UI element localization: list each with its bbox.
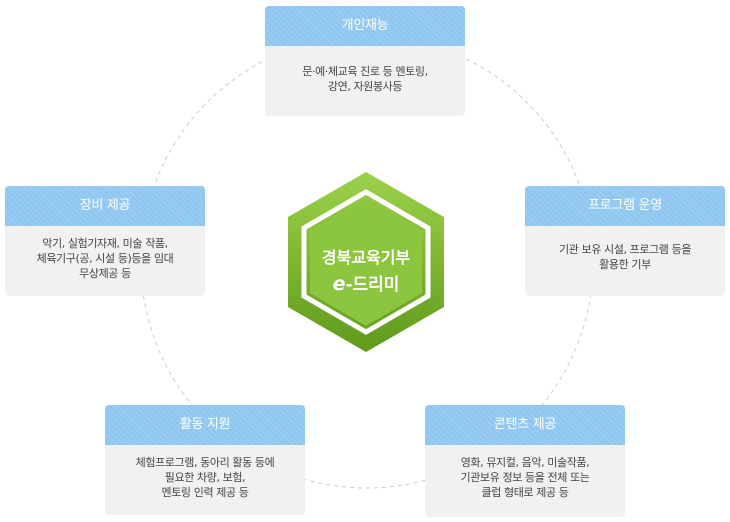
card-activity-support: 활동 지원 체험프로그램, 동아리 활동 등에 필요한 차량, 보험, 멘토링 …	[105, 405, 305, 515]
center-subtitle-e: e	[333, 273, 346, 295]
card-description: 악기, 실험기자재, 미술 작품, 체육기구(공, 시설 등)등을 임대 무상제…	[5, 226, 205, 296]
center-subtitle-rest: -드리미	[345, 275, 399, 295]
center-title: 경북교육기부	[322, 248, 411, 267]
card-title: 활동 지원	[105, 405, 305, 445]
card-line: 문·예·체교육 진로 등 멘토링,	[302, 65, 428, 78]
card-line: 무상제공 등	[79, 267, 131, 280]
card-line: 체육기구(공, 시설 등)등을 임대	[36, 252, 174, 265]
card-description: 체험프로그램, 동아리 활동 등에 필요한 차량, 보험, 멘토링 인력 제공 …	[105, 445, 305, 515]
card-title: 개인재능	[265, 6, 465, 46]
card-program-operation: 프로그램 운영 기관 보유 시설, 프로그램 등을 활용한 기부	[525, 186, 725, 296]
card-line: 체험프로그램, 동아리 활동 등에	[135, 456, 275, 469]
card-title: 프로그램 운영	[525, 186, 725, 226]
card-title: 장비 제공	[5, 186, 205, 226]
card-description: 기관 보유 시설, 프로그램 등을 활용한 기부	[525, 226, 725, 296]
card-line: 클럽 형태로 제공 등	[481, 486, 569, 499]
card-title: 콘텐츠 제공	[425, 405, 625, 445]
card-line: 필요한 차량, 보험,	[164, 471, 246, 484]
card-line: 멘토링 인력 제공 등	[161, 486, 249, 499]
card-personal-talent: 개인재능 문·예·체교육 진로 등 멘토링, 강연, 자원봉사등	[265, 6, 465, 116]
card-line: 기관보유 정보 등을 전체 또는	[460, 471, 590, 484]
card-equipment-provision: 장비 제공 악기, 실험기자재, 미술 작품, 체육기구(공, 시설 등)등을 …	[5, 186, 205, 296]
hex-border	[301, 189, 431, 335]
card-line: 기관 보유 시설, 프로그램 등을	[558, 243, 692, 256]
card-line: 악기, 실험기자재, 미술 작품,	[42, 237, 168, 250]
card-line: 활용한 기부	[599, 258, 651, 271]
card-line: 강연, 자원봉사등	[327, 80, 403, 93]
card-description: 영화, 뮤지컬, 음악, 미술작품, 기관보유 정보 등을 전체 또는 클럽 형…	[425, 445, 625, 517]
card-line: 영화, 뮤지컬, 음악, 미술작품,	[460, 456, 590, 469]
card-description: 문·예·체교육 진로 등 멘토링, 강연, 자원봉사등	[265, 46, 465, 116]
hex-inner	[310, 198, 422, 326]
center-subtitle: e-드리미	[333, 273, 400, 295]
card-content-provision: 콘텐츠 제공 영화, 뮤지컬, 음악, 미술작품, 기관보유 정보 등을 전체 …	[425, 405, 625, 517]
